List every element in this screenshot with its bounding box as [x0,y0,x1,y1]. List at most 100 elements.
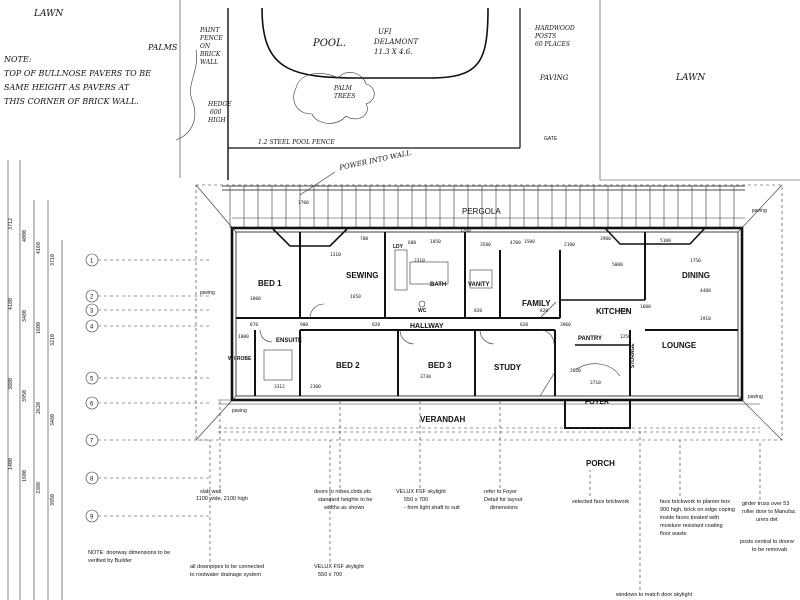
fence-note-4: BRICK [199,51,221,58]
pool-dims-2: DELAMONT [373,38,419,46]
dimension-label: 1700 [298,200,309,206]
palm-trees-2: TREES [334,93,355,100]
dimension-label: 820 [372,322,380,328]
dimension-label: 870 [250,322,258,328]
verandah-label: VERANDAH [420,415,466,424]
doors-note-3: widths as shown [323,505,364,511]
dimension-label: 1910 [700,316,711,322]
outer-wall [230,226,744,402]
dimension-label: 820 [540,308,548,314]
fence-note-3: ON [200,43,211,50]
left-dimension-label: 3880 [8,378,14,390]
planter-5: floor waste [660,531,687,537]
fence-note-2: FENCE [199,35,223,42]
left-dimension-label: 3480 [22,310,28,322]
grid-marker-label: 2 [90,295,94,301]
fence-note-1: PAINT [199,27,220,34]
planter-1: face brickwork to planter box [660,499,730,505]
foyer-curve [574,363,621,377]
left-dimension-label: 3950 [22,390,28,402]
refer-foyer-1: refer to Foyer [484,489,517,495]
vanity-basin [469,269,493,289]
ldy-tub [394,249,408,291]
pantry-label: PANTRY [578,336,602,342]
dimension-label: 2100 [310,384,321,390]
velux1-1: VELUX FSF skylight [396,489,446,495]
dimension-label: 2100 [564,242,575,248]
hedge-line [175,49,198,141]
planter-2: 900 high, brick on edge coping [660,507,735,513]
storage-label: STORAGE [630,343,636,368]
dimension-label: 3730 [420,374,431,380]
note-line-2: TOP OF BULLNOSE PAVERS TO BE [4,69,151,78]
inner-wall-line [235,231,739,397]
lawn-label-left: LAWN [33,9,64,19]
power-note: POWER INTO WALL [338,149,412,172]
steel-fence-label: 1.2 STEEL POOL FENCE [258,139,335,146]
left-dimension-label: 3710 [50,254,56,266]
posts-3: 60 PLACES [535,41,570,48]
gate-label: GATE [544,136,558,142]
dimension-label: 1600 [640,304,651,310]
dining-label: DINING [682,271,710,280]
door-swing [399,329,415,345]
paving-label-tr: paving [752,208,767,214]
left-dimension-label: 1600 [22,470,28,482]
hip-line [195,184,237,233]
grid-marker-label: 4 [90,325,94,331]
left-dimension-label: 3210 [50,334,56,346]
dimension-label: 1310 [330,252,341,258]
door-swing [479,329,495,345]
dimension-label: 3900 [600,236,611,242]
lounge-label: LOUNGE [662,341,697,350]
dimension-label: 1250 [620,334,631,340]
refer-foyer-3: dimensions [490,505,518,511]
paving-label-l: paving [200,290,215,296]
bay-window-dining [604,227,706,245]
dimension-label: 1500 [524,239,535,245]
dimension-label: 1000 [238,334,249,340]
doors-note-1: doors to robes,cbds,etc [314,489,371,495]
left-dimension-label: 2620 [36,402,42,414]
left-dimension-label: 3480 [50,414,56,426]
dimension-label: 2310 [414,258,425,264]
grid-marker-label: 5 [90,377,94,383]
posts-2: POSTS [534,33,556,40]
diagonal-door [539,301,557,319]
note-line-1: NOTE: [3,55,32,64]
dimension-label: 1200 [460,228,471,234]
sewing-label: SEWING [346,271,378,280]
planter-4: moisture resistant coating [660,523,723,529]
hip-line [737,184,783,233]
girder-2: roller door to Manufac [742,509,796,515]
bath-label: BATH [430,282,446,288]
refer-foyer-2: Detail for layout [484,497,523,503]
left-dimension-label: 4000 [22,230,28,242]
palms-label: PALMS [147,43,178,52]
pool-outline [261,7,489,79]
power-arrow [299,171,336,196]
dimension-label: 1800 [250,296,261,302]
pool-dims-3: 11.3 X 4.6. [374,48,412,56]
pergola-rafters [229,186,735,228]
dimension-label: 600 [408,240,416,246]
dimension-label: 1650 [350,294,361,300]
girder-1: girder truss over 53 [742,501,789,507]
pool-label: POOL. [312,38,346,49]
grid-marker-label: 3 [90,309,94,315]
dimension-label: 3710 [590,380,601,386]
dimension-label: 1050 [430,239,441,245]
paving-top: PAVING [539,74,569,82]
dimension-label: 820 [520,322,528,328]
dimension-label: 5100 [660,238,671,244]
planter-3: inside faces treated with [660,515,719,521]
left-dimensions: 3712400041603710418034801600321038803950… [7,160,210,600]
girder-3: urers det [756,517,778,523]
left-dimension-label: 1600 [36,322,42,334]
posts-1: HARDWOOD [534,25,575,32]
kitchen-label: KITCHEN [596,307,632,316]
door-swing [539,329,555,345]
dimension-label: 900 [300,322,308,328]
left-dimension-label: 3380 [36,482,42,494]
velux2-2: 550 x 700 [318,572,342,578]
